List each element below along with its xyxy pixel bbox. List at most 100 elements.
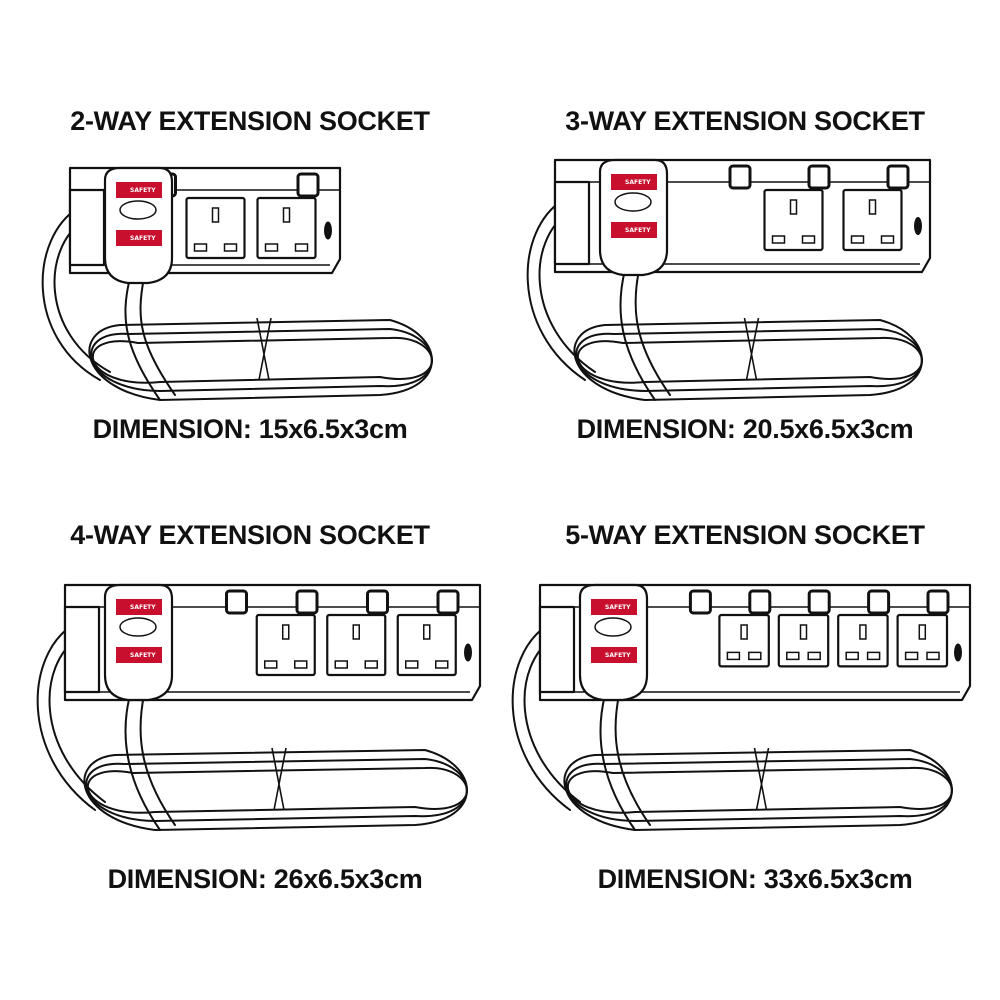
strip-end-block	[63, 605, 101, 694]
product-title: 5-WAY EXTENSION SOCKET	[565, 520, 925, 550]
pin-slot	[726, 651, 741, 661]
indicator-light	[464, 643, 472, 662]
socket-face	[718, 613, 770, 668]
cable-loop	[576, 336, 923, 384]
plug-lead	[614, 694, 651, 826]
plug-lead	[634, 269, 671, 396]
socket-outlet	[255, 613, 316, 677]
safety-sticker-label: SAFETY	[130, 652, 156, 659]
cable-lead	[36, 624, 96, 811]
socket-outlet	[256, 196, 317, 260]
switch-icon	[436, 589, 460, 615]
plug-lead	[599, 694, 636, 831]
cable-loop	[86, 766, 468, 814]
cable-coil	[563, 747, 953, 832]
pin-slot	[866, 651, 881, 661]
switch-icon	[807, 164, 831, 190]
safety-sticker	[591, 647, 637, 663]
pin-slot	[364, 660, 378, 669]
cable-lead	[41, 207, 101, 381]
socket-face	[396, 613, 457, 677]
socket-face	[896, 613, 949, 668]
switch-icon	[366, 589, 389, 615]
product-title: 3-WAY EXTENSION SOCKET	[565, 106, 925, 136]
socket-face	[837, 613, 889, 668]
socket-face	[185, 196, 246, 260]
cable-loop	[563, 748, 953, 832]
pin-slot	[786, 651, 800, 661]
pin-slot	[850, 235, 865, 244]
safety-sticker	[116, 647, 162, 663]
switch-icon	[688, 589, 712, 615]
socket-outlet	[185, 196, 246, 260]
plug-lead	[139, 694, 176, 826]
pin-slot	[193, 243, 208, 252]
earth-slot	[740, 624, 748, 640]
plug-lead	[124, 694, 161, 831]
safety-sticker	[116, 599, 162, 615]
pin-slot	[334, 660, 348, 669]
plug-fuse-cover	[119, 617, 157, 637]
indicator-light	[324, 221, 332, 240]
switch-icon	[926, 589, 950, 615]
product-dimension: DIMENSION: 20.5x6.5x3cm	[576, 414, 914, 444]
cable-coil	[83, 747, 468, 832]
plug-fuse-cover	[594, 617, 632, 637]
earth-slot	[868, 199, 877, 215]
plug: SAFETY SAFETY	[103, 166, 174, 285]
strip-end-block	[538, 605, 576, 694]
plug-fuse-cover	[614, 192, 652, 212]
safety-sticker	[611, 222, 657, 238]
cable-loop	[91, 336, 433, 384]
cable-lead	[511, 624, 571, 811]
socket-outlet	[837, 613, 889, 668]
plug-lead	[124, 277, 161, 401]
safety-sticker-label: SAFETY	[130, 187, 156, 194]
socket-outlet	[777, 613, 830, 668]
switch-icon	[867, 589, 891, 615]
strip-end-block	[68, 188, 106, 267]
pin-slot	[845, 651, 859, 661]
cable-loop	[85, 757, 468, 823]
product-dimension: DIMENSION: 26x6.5x3cm	[107, 864, 423, 894]
cable-loop	[83, 748, 468, 832]
indicator-light	[954, 643, 962, 662]
cable-loop	[573, 318, 923, 402]
pin-slot	[926, 651, 940, 661]
strip-end-block	[553, 180, 591, 266]
switch-icon	[728, 164, 752, 190]
cable-tie	[743, 317, 760, 381]
earth-slot	[282, 207, 291, 223]
cable-lead	[526, 199, 586, 381]
pin-slot	[223, 243, 238, 252]
pin-slot	[807, 651, 821, 661]
earth-slot	[352, 624, 360, 640]
earth-slot	[859, 624, 867, 640]
cable-tie	[271, 747, 287, 811]
safety-sticker-label: SAFETY	[605, 604, 631, 611]
pin-slot	[435, 660, 449, 669]
extension-socket-drawing: SAFETY SAFETY	[41, 166, 433, 402]
plug-lead	[619, 269, 656, 401]
socket-outlet	[763, 188, 824, 252]
switch-icon	[225, 589, 248, 615]
switch-icon	[748, 589, 772, 615]
socket-face	[326, 613, 387, 677]
switch-icon	[807, 589, 831, 615]
earth-slot	[789, 199, 798, 215]
pin-slot	[904, 651, 919, 661]
switch-icon	[886, 164, 910, 190]
safety-sticker-label: SAFETY	[130, 235, 156, 242]
socket-face	[256, 196, 317, 260]
cable-loop	[88, 318, 433, 402]
pin-slot	[880, 235, 895, 244]
